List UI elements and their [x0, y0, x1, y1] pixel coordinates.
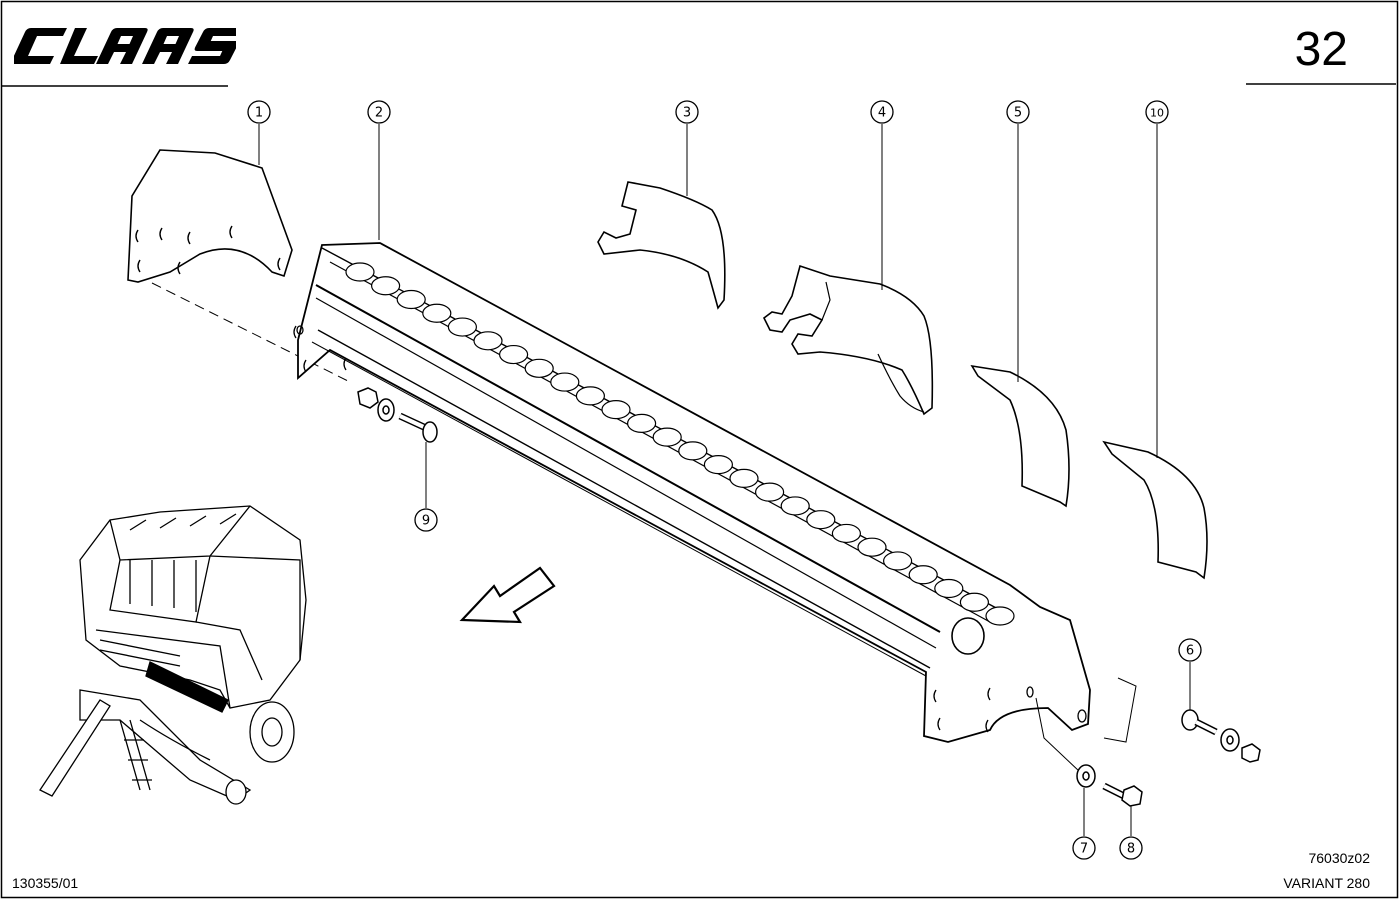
callout-8: 8: [1119, 836, 1143, 860]
callout-3: 3: [675, 100, 699, 124]
roller-segment: [831, 523, 862, 544]
callout-2: 2: [367, 100, 391, 124]
callout-markers: 1 2 3 4 5 10 6 7 8 9: [247, 100, 1202, 860]
hardware-left: [357, 387, 438, 443]
assembly-line-1: [151, 282, 351, 383]
callout-circle: [1145, 100, 1169, 124]
roller-segment: [345, 262, 375, 282]
callout-number: 3: [683, 106, 691, 121]
roller-segment: [396, 289, 426, 310]
hardware-bottom: [1035, 697, 1143, 807]
callout-4: 4: [870, 100, 894, 124]
callout-circle: [1178, 638, 1202, 662]
callout-number: 2: [375, 106, 383, 121]
roller-segment: [652, 427, 682, 447]
callout-10: 10: [1145, 100, 1169, 124]
roller-segment: [934, 578, 964, 599]
callout-circle: [1119, 836, 1143, 860]
roller-segment: [371, 276, 401, 296]
roller-segment: [959, 592, 990, 612]
callout-circle: [414, 508, 438, 532]
roller-segment: [703, 455, 734, 475]
roller-segment: [754, 482, 785, 502]
roller-segment: [780, 496, 810, 516]
callout-number: 8: [1127, 842, 1135, 857]
callout-number: 7: [1080, 842, 1088, 857]
roller-segment: [985, 606, 1015, 626]
roller-segment: [473, 331, 503, 351]
callout-circle: [675, 100, 699, 124]
roller-segment: [678, 441, 708, 461]
callout-number: 1: [255, 106, 263, 121]
machine-overview-sketch: [39, 505, 307, 805]
part-5-spring-strip: [970, 364, 1070, 508]
roller-segment: [882, 551, 913, 571]
model-name: VARIANT 280: [1283, 875, 1370, 891]
page-number: 32: [1294, 23, 1348, 76]
roller-segment: [422, 303, 452, 323]
part-1-side-plate: [127, 149, 293, 283]
part-2-roller-bar: [293, 242, 1091, 743]
hardware-right: [1103, 677, 1261, 763]
part-10-spring-strip: [1102, 440, 1208, 580]
callout-number: 4: [878, 106, 886, 121]
callout-circle: [870, 100, 894, 124]
roller-segment: [524, 358, 554, 378]
part-4-scraper-bracket-large: [762, 264, 934, 416]
callout-number: 9: [422, 514, 430, 529]
drawing-id: 76030z02: [1308, 850, 1370, 866]
callout-number: 10: [1150, 107, 1164, 120]
roller-segment: [908, 565, 938, 585]
roller-segment: [626, 413, 657, 433]
roller-segment: [806, 510, 836, 530]
callout-circle: [1006, 100, 1030, 124]
callout-6: 6: [1178, 638, 1202, 662]
roller-segment: [857, 537, 887, 557]
callout-1: 1: [247, 100, 271, 124]
roller-segment: [550, 372, 580, 392]
roller-segment: [498, 344, 529, 365]
callout-5: 5: [1006, 100, 1030, 124]
callout-9: 9: [414, 508, 438, 532]
document-number: 130355/01: [12, 875, 79, 891]
part-3-scraper-bracket: [597, 181, 726, 310]
claas-logo: [14, 28, 236, 64]
roller-segment: [575, 386, 606, 406]
callout-circle: [247, 100, 271, 124]
roller-segments: [345, 262, 1015, 626]
roller-segment: [729, 468, 759, 488]
callout-7: 7: [1072, 836, 1096, 860]
callout-circle: [367, 100, 391, 124]
direction-arrow: [459, 566, 556, 624]
callout-number: 6: [1186, 644, 1194, 659]
roller-segment: [601, 400, 631, 420]
callout-number: 5: [1014, 106, 1022, 121]
roller-segment: [447, 317, 477, 337]
callout-circle: [1072, 836, 1096, 860]
callout-leaders: [258, 124, 1191, 836]
